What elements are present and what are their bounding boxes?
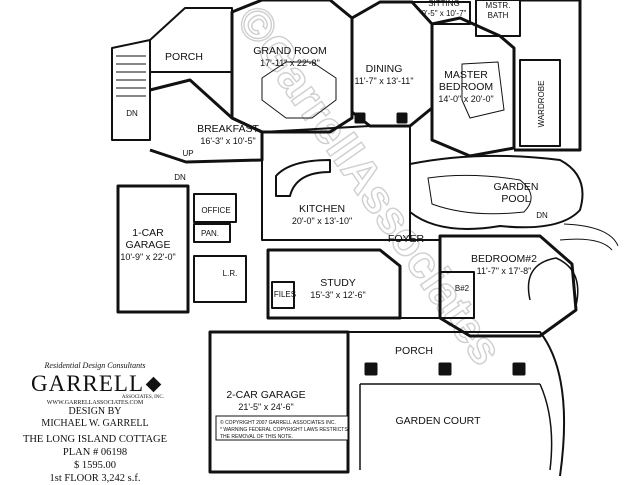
study-label: STUDY — [320, 277, 356, 289]
two-car-garage-label: 2-CAR GARAGE — [226, 389, 305, 401]
dn-stair-label: DN — [126, 109, 138, 118]
brand-logo: GARRELL — [0, 371, 190, 397]
garden-court-label: GARDEN COURT — [396, 415, 482, 427]
kitchen-label: KITCHEN — [299, 203, 345, 215]
garden-pool-label-2: POOL — [501, 193, 530, 205]
website: WWW.GARRELLASSOCIATES.COM — [46, 400, 144, 406]
bedroom2-label: BEDROOM#2 — [471, 253, 537, 265]
pantry-wall — [193, 223, 231, 243]
breakfast-wall — [149, 78, 264, 164]
column — [396, 112, 408, 124]
one-car-garage-dim: 10'-9" x 22'-0" — [120, 252, 175, 262]
plan-number: PLAN # 06198 — [62, 447, 128, 458]
b2-label: B#2 — [455, 284, 470, 293]
up-label: UP — [182, 149, 193, 158]
master-bedroom-label-2: BEDROOM — [439, 81, 493, 93]
study-wall — [266, 248, 402, 320]
stair-treads — [116, 55, 146, 97]
dn-lower-label: DN — [174, 173, 186, 182]
b2-wall — [440, 271, 475, 319]
brand-name: GARRELL — [30, 371, 145, 396]
wardrobe-wall — [519, 59, 561, 147]
price: $ 1595.00 — [74, 460, 116, 471]
copyright-box — [215, 415, 349, 441]
left-deck-stair — [111, 39, 151, 141]
wardrobe-label: WARDROBE — [537, 81, 546, 128]
column — [354, 112, 366, 124]
one-car-garage-label-2: GARAGE — [126, 239, 171, 251]
study-dim: 15'-3" x 12'-6" — [310, 290, 365, 300]
grand-room-label: GRAND ROOM — [253, 45, 327, 57]
master-bedroom-wall — [430, 16, 516, 158]
sitting-label: SITTING — [428, 0, 460, 8]
bedroom2-dim: 11'-7" x 17'-8" — [477, 266, 532, 276]
designer: MICHAEL W. GARRELL — [41, 418, 149, 429]
garden-court-edge — [359, 383, 553, 471]
files-cabinet — [271, 281, 295, 309]
copyright-line-2: * WARNING FEDERAL COPYRIGHT LAWS RESTRIC… — [220, 427, 348, 433]
pool-outline — [409, 154, 584, 230]
office-label: OFFICE — [201, 206, 230, 215]
mstr-bath-label-1: MSTR. — [486, 1, 511, 10]
grand-room-dim: 17'-11" x 22'-8" — [260, 58, 320, 68]
title-block: Residential Design Consultants GARRELL A… — [0, 360, 190, 485]
sitting-dim: 9'-5" x 10'-7" — [422, 9, 467, 18]
mstr-bath-label-2: BATH — [488, 11, 509, 20]
dining-label: DINING — [366, 63, 403, 75]
pool-water — [427, 174, 532, 215]
porch-front-wall — [348, 331, 566, 477]
diamond-icon — [145, 376, 162, 392]
kitchen-island — [275, 159, 331, 197]
bath-wing — [514, 0, 582, 152]
floor-area: 1st FLOOR 3,242 s.f. — [49, 473, 141, 484]
laundry-label: L.R. — [223, 269, 238, 278]
mstr-bath-wall — [475, 0, 521, 37]
two-car-garage-wall — [208, 330, 350, 474]
one-car-garage-label-1: 1-CAR — [132, 227, 164, 239]
column — [512, 362, 526, 376]
two-car-garage-dim: 21'-5" x 24'-6" — [238, 402, 293, 412]
column — [364, 362, 378, 376]
copyright-line-1: © COPYRIGHT 2007 GARRELL ASSOCIATES INC. — [220, 419, 336, 426]
one-car-garage-wall — [116, 184, 190, 314]
master-bedroom-dim: 14'-0" x 20'-0" — [438, 94, 493, 104]
master-bedroom-inner — [461, 61, 505, 119]
brand-tagline: Residential Design Consultants — [44, 361, 146, 370]
kitchen-dim: 20'-0" x 13'-10" — [292, 216, 352, 226]
foyer-label: FOYER — [388, 233, 425, 245]
grand-room-inner — [261, 61, 337, 119]
porch-top-label: PORCH — [165, 51, 203, 63]
sitting-wall — [412, 1, 471, 25]
copyright-line-3: THE REMOVAL OF THIS NOTE. — [220, 434, 293, 440]
breakfast-label: BREAKFAST — [197, 123, 259, 135]
column — [438, 362, 452, 376]
bedroom2-wall — [438, 234, 578, 338]
bedroom2-stair — [527, 257, 579, 307]
office-wall — [193, 193, 237, 223]
pantry-label: PAN. — [201, 229, 219, 238]
breakfast-dim: 16'-3" x 10'-5" — [200, 136, 255, 146]
brand-sub: ASSOCIATES, INC. — [121, 395, 164, 400]
plan-name: THE LONG ISLAND COTTAGE — [22, 434, 168, 445]
master-bedroom-label-1: MASTER — [444, 69, 488, 81]
garden-pool-label-1: GARDEN — [494, 181, 539, 193]
dining-dim: 11'-7" x 13'-11" — [354, 76, 413, 86]
design-by: DESIGN BY — [68, 406, 122, 417]
porch-bottom-label: PORCH — [395, 345, 433, 357]
porch-wall — [149, 7, 233, 73]
laundry-wall — [193, 255, 247, 303]
dn-right-label: DN — [536, 211, 548, 220]
files-label: FILES — [274, 290, 296, 299]
right-stair — [559, 223, 619, 251]
